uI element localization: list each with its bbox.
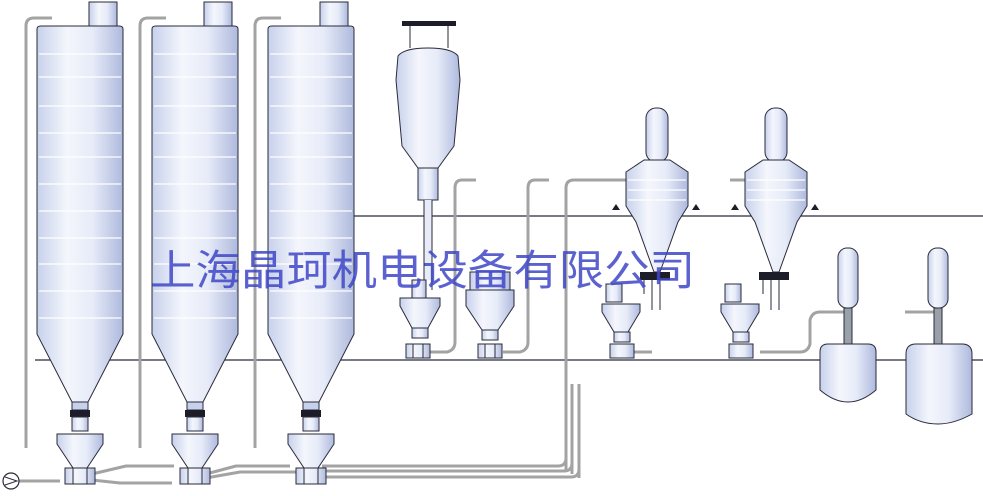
pipe-main-line-8 <box>91 478 172 485</box>
blower-icon <box>2 472 20 490</box>
silo-3 <box>267 1 355 485</box>
pipe-to-tank-1 <box>760 310 848 354</box>
pipe-silo-3-return <box>253 16 281 448</box>
pipe-cyclone-1-feed <box>564 178 640 470</box>
mixing-tank-2 <box>905 247 973 425</box>
mixing-tank-1 <box>819 247 877 403</box>
silo-body <box>36 25 124 403</box>
pipe-receiver-return <box>503 178 549 354</box>
silo-body <box>151 25 239 403</box>
pipe-main-line-5 <box>205 470 298 480</box>
pipe-silo-1-return <box>24 16 52 448</box>
bag-filter-feed-hopper <box>395 21 461 359</box>
receiver-hopper <box>465 271 515 359</box>
pipe-main-line-4 <box>322 457 568 468</box>
pipe-main-line-3 <box>205 464 290 476</box>
silo-vent <box>203 1 233 30</box>
conveying-pipes <box>18 16 940 485</box>
pipe-main-line-7 <box>322 468 581 479</box>
pipe-main-line-2 <box>91 464 174 476</box>
pipe-silo-2-return <box>138 16 166 448</box>
silo-1 <box>36 1 124 485</box>
pipe-feed-return <box>425 178 476 354</box>
silo-2 <box>151 1 239 485</box>
silo-vent <box>88 1 118 30</box>
silo-body <box>267 25 355 403</box>
pipe-main-line-6 <box>322 462 574 473</box>
company-watermark: 上海晶珂机电设备有限公司 <box>150 246 695 295</box>
cyclone-filter-1 <box>601 107 700 359</box>
cyclone-filter-2 <box>720 107 819 359</box>
silo-vent <box>319 1 349 30</box>
